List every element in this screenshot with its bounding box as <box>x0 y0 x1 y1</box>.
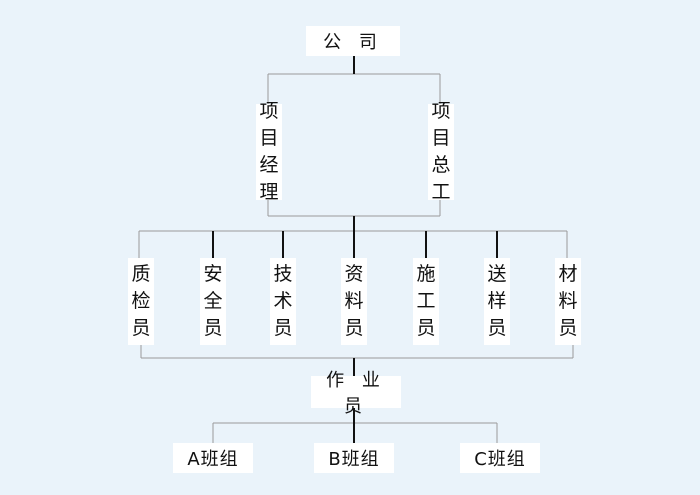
staff-box-document: 资 料 员 <box>341 258 367 345</box>
staff-box-construction: 施 工 员 <box>413 258 439 345</box>
staff-char: 员 <box>131 317 151 339</box>
staff-box-technician: 技 术 员 <box>270 258 296 345</box>
staff-char: 送 <box>487 263 507 285</box>
staff-char: 技 <box>273 263 293 285</box>
worker-box: 作 业 员 <box>311 370 401 417</box>
staff-char: 员 <box>558 317 578 339</box>
staff-char: 全 <box>203 290 223 312</box>
chief-char: 工 <box>431 181 451 203</box>
pm-char: 项 <box>259 100 279 122</box>
staff-char: 质 <box>131 263 151 285</box>
staff-char: 资 <box>344 263 364 285</box>
team-label: B班组 <box>328 449 380 470</box>
company-label: 公 司 <box>323 32 383 53</box>
team-box-c: C班组 <box>460 443 540 473</box>
team-box-b: B班组 <box>314 443 394 473</box>
company-box: 公 司 <box>306 26 400 56</box>
staff-char: 工 <box>416 290 436 312</box>
team-box-a: A班组 <box>173 443 253 473</box>
pm-char: 目 <box>259 127 279 149</box>
project-manager-box: 项 目 经 理 <box>256 100 282 203</box>
staff-char: 样 <box>487 290 507 312</box>
staff-box-quality: 质 检 员 <box>128 258 154 345</box>
team-label: C班组 <box>474 449 526 470</box>
chief-char: 目 <box>431 127 451 149</box>
staff-char: 施 <box>416 263 436 285</box>
staff-char: 材 <box>558 263 578 285</box>
chief-engineer-box: 项 目 总 工 <box>428 100 454 203</box>
worker-label: 作 业 员 <box>326 370 386 417</box>
staff-char: 检 <box>131 290 151 312</box>
staff-box-material: 材 料 员 <box>555 258 581 345</box>
staff-char: 员 <box>344 317 364 339</box>
pm-char: 经 <box>259 154 279 176</box>
staff-char: 员 <box>203 317 223 339</box>
staff-box-safety: 安 全 员 <box>200 258 226 345</box>
staff-char: 料 <box>558 290 578 312</box>
team-label: A班组 <box>187 449 239 470</box>
staff-char: 员 <box>416 317 436 339</box>
staff-char: 术 <box>273 290 293 312</box>
staff-char: 安 <box>203 263 223 285</box>
staff-char: 员 <box>273 317 293 339</box>
pm-char: 理 <box>259 181 279 203</box>
staff-char: 员 <box>487 317 507 339</box>
staff-box-sample-delivery: 送 样 员 <box>484 258 510 345</box>
chief-char: 总 <box>431 154 451 176</box>
chief-char: 项 <box>431 100 451 122</box>
staff-char: 料 <box>344 290 364 312</box>
